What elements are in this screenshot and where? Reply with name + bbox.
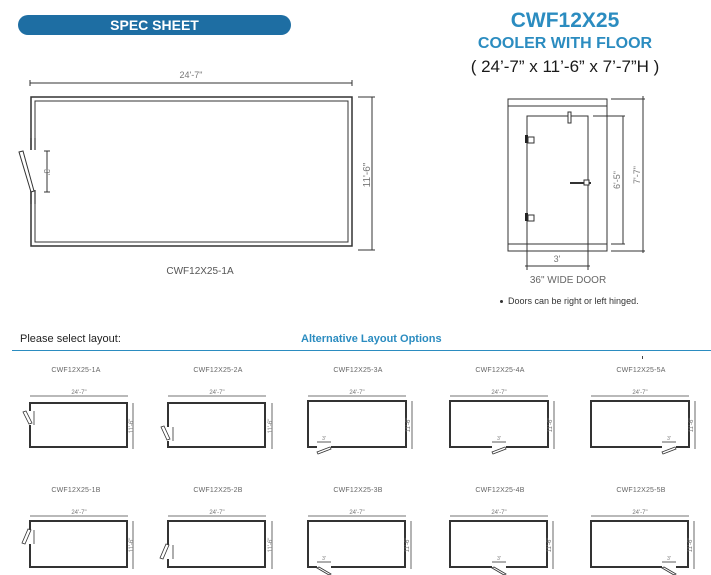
svg-text:11'-6": 11'-6" [129,419,135,434]
svg-text:24'-7": 24'-7" [209,510,224,516]
layout-label: CWF12X25-1A [51,367,101,374]
svg-text:3': 3' [322,556,326,562]
door-note-text: Doors can be right or left hinged. [508,296,639,306]
width-dimension-label: 24'-7" [180,70,203,80]
svg-text:3': 3' [322,436,326,442]
door-hinge-note: Doors can be right or left hinged. [500,296,639,306]
svg-text:24'-7": 24'-7" [632,390,647,396]
main-floor-plan: 24'-7" 3' 11'-6" [18,70,375,251]
layout-option-5a[interactable]: CWF12X25-5A 24'-7" 3' 11'-6" [571,367,711,467]
svg-text:3': 3' [497,436,501,442]
svg-text:24'-7": 24'-7" [71,390,86,396]
layout-option-4a[interactable]: CWF12X25-4A 24'-7" 3' 11'-6" [430,367,570,467]
spec-sheet-banner: SPEC SHEET [18,15,291,35]
svg-text:3': 3' [667,436,671,442]
svg-text:11'-6": 11'-6" [548,418,554,433]
total-height-label: 7'-7" [632,166,642,184]
door-dimension-label: 3' [42,169,51,175]
layout-option-2b[interactable]: CWF12X25-2B 24'-7" 11'-6" [148,487,288,575]
layout-option-2a[interactable]: CWF12X25-2A 24'-7" 11'-6" [148,367,288,467]
layout-label: CWF12X25-3A [333,367,383,374]
door-elevation-drawing: 6'-5" 7'-7" 3' 36" WIDE DOOR [507,96,645,286]
svg-text:24'-7": 24'-7" [349,390,364,396]
model-dimensions: ( 24’-7” x 11’-6” x 7’-7”H ) [470,57,660,76]
svg-text:24'-7": 24'-7" [209,390,224,396]
layout-label: CWF12X25-4B [475,487,525,494]
layout-option-1b[interactable]: CWF12X25-1B 24'-7" 11'-6" [6,487,146,575]
layout-label: CWF12X25-3B [333,487,383,494]
svg-text:11'-6": 11'-6" [405,538,411,553]
svg-text:24'-7": 24'-7" [349,510,364,516]
layout-label: CWF12X25-2A [193,367,243,374]
svg-text:11'-6": 11'-6" [689,418,695,433]
svg-text:24'-7": 24'-7" [632,510,647,516]
layout-label: CWF12X25-1B [51,487,101,494]
svg-text:3': 3' [667,556,671,562]
layout-option-1a[interactable]: CWF12X25-1A 24'-7" 11'-6" [6,367,146,467]
layout-option-4b[interactable]: CWF12X25-4B 24'-7" 3' 11'-6" [430,487,570,575]
model-subtitle: COOLER WITH FLOOR [477,35,653,52]
main-plan-caption: CWF12X25-1A [166,266,234,277]
svg-text:11'-6": 11'-6" [129,538,135,553]
door-caption: 36" WIDE DOOR [530,275,606,286]
svg-text:11'-6": 11'-6" [688,538,694,553]
model-title: CWF12X25 [510,9,620,32]
select-layout-label: Please select layout: [20,333,121,345]
title-block: CWF12X25 COOLER WITH FLOOR ( 24’-7” x 11… [440,8,690,78]
svg-text:11'-6": 11'-6" [268,538,274,553]
layout-option-3a[interactable]: CWF12X25-3A 24'-7" 3' 11'-6" [288,367,428,467]
door-height-label: 6'-5" [612,171,622,189]
svg-text:3': 3' [497,556,501,562]
layout-label: CWF12X25-2B [193,487,243,494]
svg-text:11'-6": 11'-6" [406,418,412,433]
svg-text:24'-7": 24'-7" [491,390,506,396]
layout-label: CWF12X25-4A [475,367,525,374]
svg-text:24'-7": 24'-7" [491,510,506,516]
layout-option-5b[interactable]: CWF12X25-5B 24'-7" 3' 11'-6" [571,487,711,575]
svg-text:24'-7": 24'-7" [71,510,86,516]
layout-label: CWF12X25-5A [616,367,666,374]
layout-option-3b[interactable]: CWF12X25-3B 24'-7" 3' 11'-6" [288,487,428,575]
door-width-label: 3' [554,254,561,264]
alternative-layouts-heading: Alternative Layout Options [301,333,442,345]
svg-text:11'-6": 11'-6" [268,419,274,434]
bullet-icon [500,300,503,304]
svg-text:11'-6": 11'-6" [547,538,553,553]
layout-label: CWF12X25-5B [616,487,666,494]
depth-dimension-label: 11'-6" [362,162,373,187]
stray-mark [642,356,643,359]
section-divider [12,350,711,351]
